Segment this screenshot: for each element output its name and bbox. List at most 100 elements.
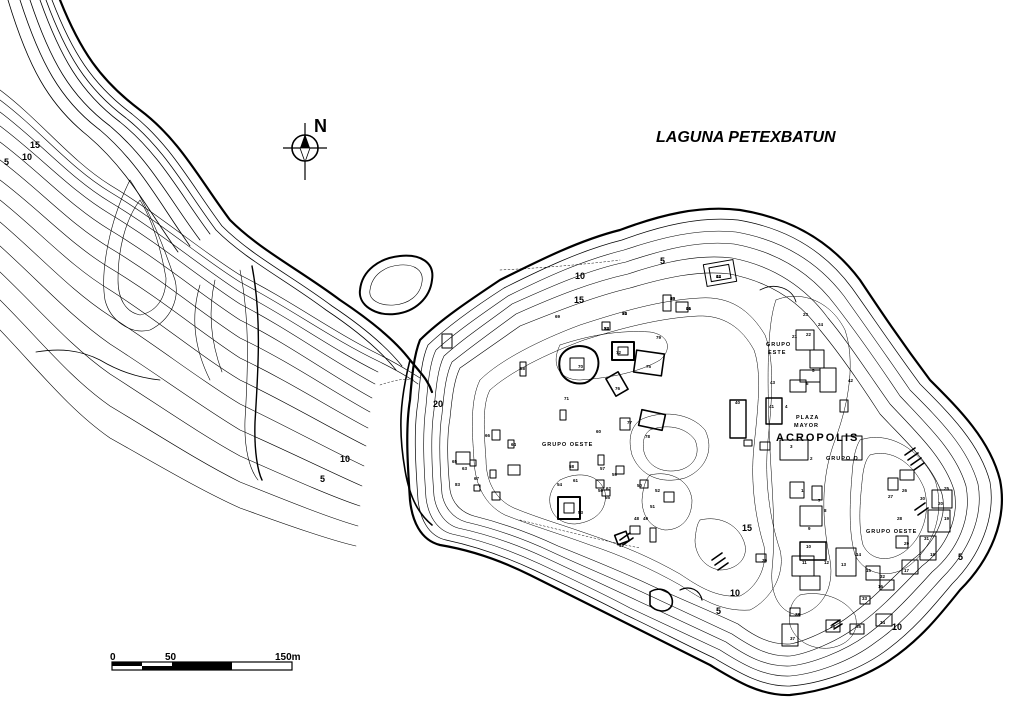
west-bank-contours [0,89,421,547]
structure-number: 3 [790,444,793,449]
mayor-label: MAYOR [794,423,819,429]
structure-number: 45 [670,296,676,301]
minor-features [379,259,641,549]
structure-number: 39 [762,558,768,563]
structure-number: 79 [656,335,662,340]
contour-label: 20 [433,399,443,409]
structure-number: 36 [830,624,836,629]
structure-number: 42 [848,378,854,383]
structure-number: 71 [564,396,570,401]
structure-number: 30 [920,496,926,501]
structure-number: 17 [904,568,910,573]
structure-number: 82 [716,274,722,279]
structure-number: 67 [474,476,480,481]
contour-label: 5 [4,157,9,167]
contour-label: 10 [22,152,32,162]
island [358,254,434,316]
structure-number: 27 [888,494,894,499]
structure-number: 58 [569,464,575,469]
structure-number: 34 [880,620,886,625]
hatched-structures [619,447,929,630]
structure-number: 59 [612,472,618,477]
structure-number: 68 [520,366,526,371]
structure-number: 1 [801,488,804,493]
structures [441,259,953,647]
structure-number: 4 [785,404,788,409]
structure-number: 28 [897,516,903,521]
site-labels: GRUPO OESTE PLAZA MAYOR ACROPOLIS GRUPO … [542,342,917,535]
structure-number: 14 [856,552,862,557]
structure-number: 15 [866,568,872,573]
structure-number: 7 [818,498,821,503]
contour-label: 5 [958,552,963,562]
contour-label: 15 [574,295,584,305]
structure-number: 77 [627,420,633,425]
plaza-label: PLAZA [796,415,819,421]
structure-number: 10 [806,544,812,549]
lake-title: LAGUNA PETEXBATUN [656,129,836,146]
structure-number: 78 [645,434,651,439]
grupo-oeste-east-label: GRUPO OESTE [866,529,917,535]
scale-label-50: 50 [165,652,177,663]
structure-number: 19 [944,516,950,521]
structure-number: 51 [650,504,656,509]
grupo-d-label: GRUPO D [826,456,859,462]
lake-edge-line [35,349,161,381]
grupo-label: GRUPO [766,342,791,348]
structure-number: 41 [769,404,775,409]
structure-number: 32 [880,574,886,579]
acropolis-label: ACROPOLIS [776,432,859,444]
structure-number: 37 [790,636,796,641]
structure-number: 57 [600,466,606,471]
structure-number: 38 [795,612,801,617]
structure-number: 52 [655,488,661,493]
peninsula-shore [406,207,1003,697]
hill-contours [472,296,940,649]
structure-number: 66 [485,433,491,438]
structure-number: 22 [806,332,812,337]
structure-number: 40 [735,400,741,405]
structure-number: 61 [573,478,579,483]
structure-number: 35 [856,624,862,629]
structure-number: 8 [824,508,827,513]
structure-number: 31 [924,536,930,541]
structure-number: 80 [670,296,676,301]
river-edge-inner [7,0,403,371]
structure-number: 83 [455,482,461,487]
structure-number: 13 [841,562,847,567]
structure-number: 60 [596,429,602,434]
contour-label: 5 [660,256,665,266]
structure-number: 73 [604,326,610,331]
structure-number: 43 [770,380,776,385]
structure-number: 85 [622,311,628,316]
contour-label: 15 [742,523,752,533]
scale-label-150m: 150m [275,652,301,663]
structure-number: 18 [930,552,936,557]
structure-number: 24 [818,322,824,327]
structure-number: 5 [812,368,815,373]
structure-number: 20 [938,501,944,506]
contour-label: 10 [730,588,740,598]
structure-number: 47 [619,543,625,548]
contour-label: 15 [30,140,40,150]
contour-label: 10 [892,622,902,632]
structure-number: 74 [622,311,628,316]
structure-number: 56 [598,488,604,493]
structure-number: 62 [606,486,612,491]
grupo-oeste-west-label: GRUPO OESTE [542,442,593,448]
structure-number: 49 [643,516,649,521]
scale-bar: 0 50 150m [110,652,301,671]
structure-number: 46 [686,306,692,311]
structure-number: 72 [616,350,622,355]
structure-number: 44 [716,274,722,279]
este-label: ESTE [768,350,786,356]
structure-number: 65 [452,459,458,464]
structure-number: 63 [462,466,468,471]
structure-number: 75 [646,364,652,369]
structure-number: 21 [792,334,798,339]
structure-number: 29 [904,541,910,546]
structure-number: 23 [803,312,809,317]
structure-numbers: 8280817473727570767177786069686664636567… [452,274,950,641]
structure-number: 53 [578,510,584,515]
north-arrow: N [283,116,327,180]
